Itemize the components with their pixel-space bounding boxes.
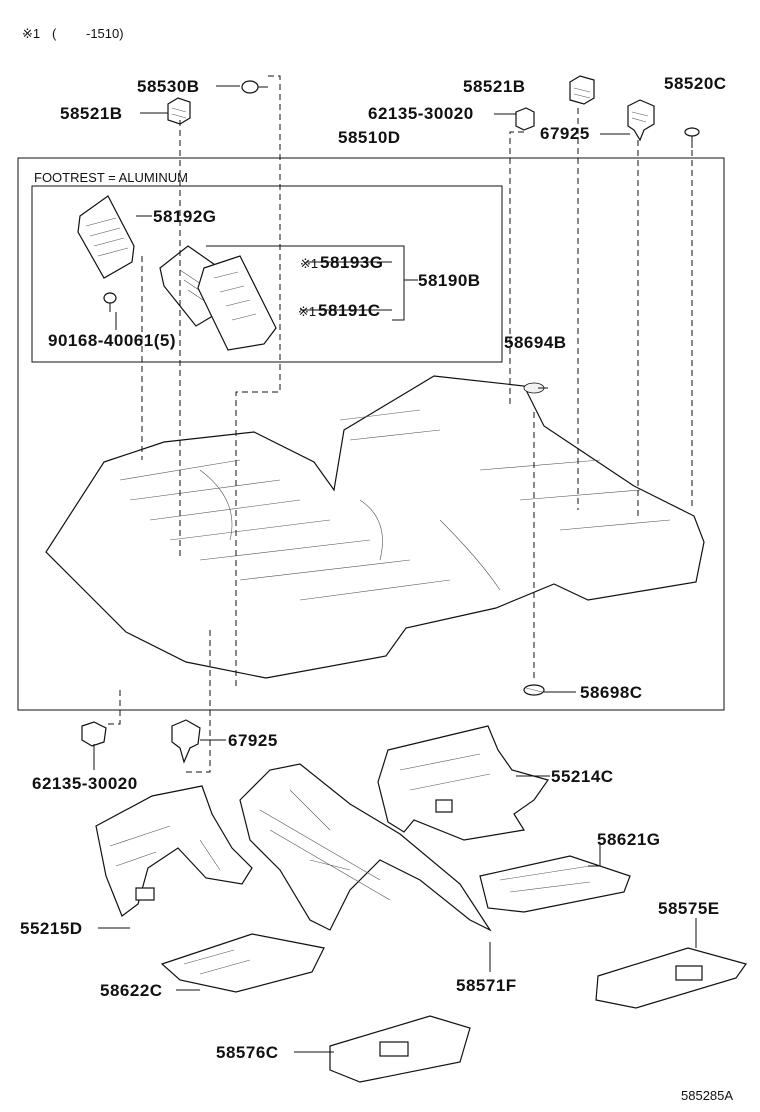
mat-58622C-icon bbox=[160, 933, 325, 993]
label-58510D[interactable]: 58510D bbox=[338, 128, 401, 147]
silencer-55214C-icon bbox=[377, 725, 549, 841]
clip-58521B-right-icon bbox=[569, 75, 595, 105]
holder-67925-bottom-icon bbox=[171, 719, 201, 764]
label-58571F[interactable]: 58571F bbox=[456, 976, 517, 995]
carpet-assembly-frame bbox=[17, 157, 725, 711]
silencer-58571F-icon bbox=[239, 763, 492, 932]
nut-62135-top-icon bbox=[515, 107, 535, 131]
bolt-90168-icon bbox=[103, 292, 117, 312]
label-58192G[interactable]: 58192G bbox=[153, 207, 217, 226]
label-90168-40061[interactable]: 90168-40061(5) bbox=[48, 331, 176, 350]
label-58190B[interactable]: 58190B bbox=[418, 271, 481, 290]
clip-58698C-icon bbox=[523, 684, 545, 696]
holder-67925-top-icon bbox=[627, 99, 655, 142]
clip-58521B-left-icon bbox=[167, 97, 191, 125]
pin-58520C-icon bbox=[684, 127, 700, 148]
label-58530B[interactable]: 58530B bbox=[137, 77, 200, 96]
label-58191C[interactable]: 58191C bbox=[318, 301, 381, 320]
label-55215D[interactable]: 55215D bbox=[20, 919, 83, 938]
label-58193G[interactable]: 58193G bbox=[320, 253, 384, 272]
label-58520C[interactable]: 58520C bbox=[664, 74, 727, 93]
applicability-open: ( bbox=[52, 26, 57, 41]
label-58622C[interactable]: 58622C bbox=[100, 981, 163, 1000]
label-58521B-right[interactable]: 58521B bbox=[463, 77, 526, 96]
carpet-58510D-icon bbox=[45, 375, 705, 679]
mat-58575E-icon bbox=[595, 947, 747, 1009]
footrest-58192G-icon bbox=[77, 195, 135, 279]
mat-58621G-icon bbox=[479, 855, 631, 913]
label-58575E[interactable]: 58575E bbox=[658, 899, 720, 918]
label-67925-top[interactable]: 67925 bbox=[540, 124, 590, 143]
footrest-subframe bbox=[31, 185, 503, 363]
label-58694B[interactable]: 58694B bbox=[504, 333, 567, 352]
label-58576C[interactable]: 58576C bbox=[216, 1043, 279, 1062]
diagram-id: 585285A bbox=[681, 1088, 733, 1103]
label-62135-30020-top[interactable]: 62135-30020 bbox=[368, 104, 474, 123]
footrest-box-title: FOOTREST = ALUMINUM bbox=[34, 170, 188, 185]
mark-58191C: ※1 bbox=[298, 304, 316, 319]
label-62135-30020-bottom[interactable]: 62135-30020 bbox=[32, 774, 138, 793]
clip-62135-bottom-icon bbox=[81, 721, 107, 747]
pad-58191C-icon bbox=[197, 255, 277, 351]
clip-58530B-icon bbox=[241, 80, 268, 94]
applicability-mark: ※1 bbox=[22, 26, 40, 41]
label-58521B-left[interactable]: 58521B bbox=[60, 104, 123, 123]
mat-58576C-icon bbox=[329, 1015, 471, 1083]
silencer-55215D-icon bbox=[95, 785, 253, 917]
label-58621G[interactable]: 58621G bbox=[597, 830, 661, 849]
mark-58193G: ※1 bbox=[300, 256, 318, 271]
label-55214C[interactable]: 55214C bbox=[551, 767, 614, 786]
label-67925-bottom[interactable]: 67925 bbox=[228, 731, 278, 750]
label-58698C[interactable]: 58698C bbox=[580, 683, 643, 702]
applicability-range: -1510) bbox=[86, 26, 124, 41]
